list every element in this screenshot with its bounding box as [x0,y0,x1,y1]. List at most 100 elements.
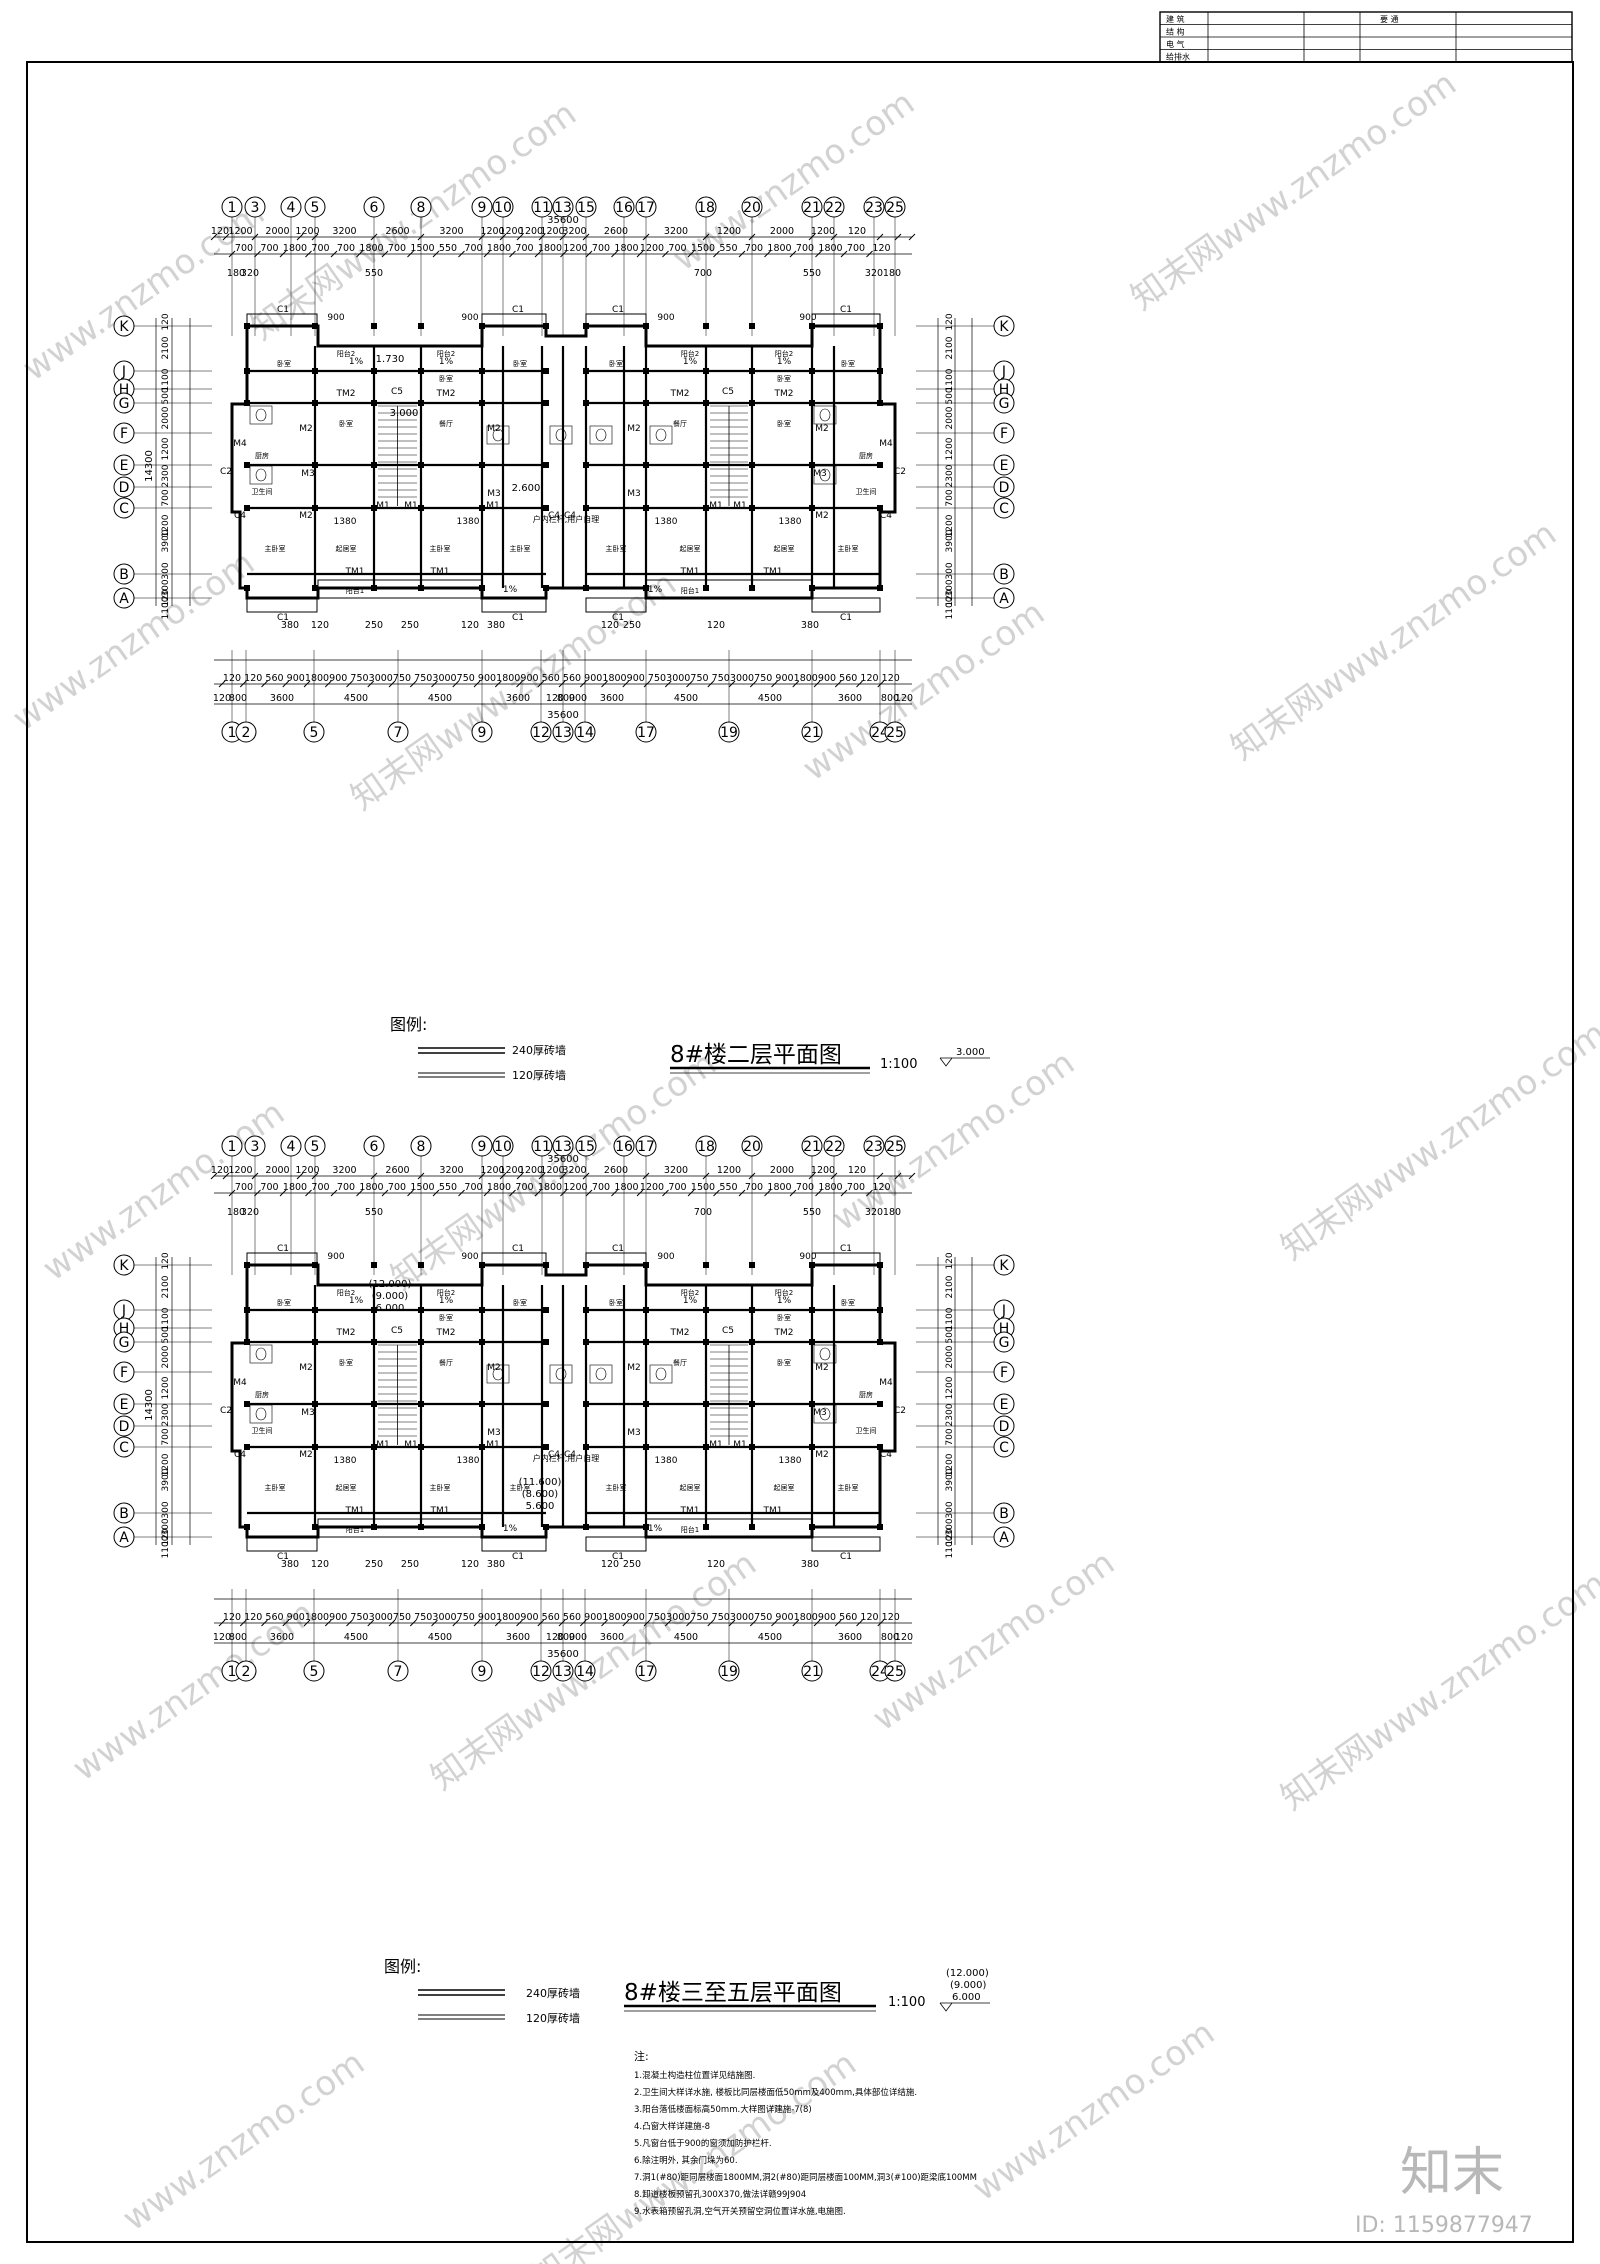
dim-value: 900 [569,693,587,704]
structural-column [244,1307,250,1313]
dim-value: 380 [801,1559,819,1570]
dim-value: 3600 [838,1632,862,1643]
window-bay-bottom [246,597,318,613]
dim-tick [409,1619,417,1627]
grid-bubble-label: D [999,480,1010,496]
grid-bubble-row-right: C [993,1436,1015,1458]
dim-value: 750 [393,673,411,684]
dim-value: 1800 [305,673,329,684]
grid-bubble-label: 11 [533,1139,551,1155]
room-label: 卧室 [841,359,855,368]
structural-column [749,505,755,511]
dim-value: 560 [839,1612,857,1623]
grid-bubble-label: J [121,364,126,380]
structural-column [244,400,250,406]
room-label: 厨房 [255,1390,269,1399]
dim-value-vertical: 3900 [161,1468,171,1491]
door-window-tag: M3 [487,489,501,499]
title-block: 建 筑 结 构 电 气 给排水 要 通 [1159,11,1573,63]
structural-column [583,505,589,511]
dim-value: 1200 [811,226,835,237]
dim-value: 700 [311,1182,329,1193]
grid-bubble-label: 16 [615,1139,633,1155]
grid-bubble-label: 9 [478,200,487,216]
watermark-text: 知末网www.znzmo.com [344,564,684,819]
structural-column [877,1401,883,1407]
grid-bubble-top: 5 [304,1135,326,1157]
grid-bubble-row-right: E [993,454,1015,476]
dim-value: 550 [439,243,457,254]
dim-value-vertical: 1200 [161,1376,171,1399]
structural-column [244,368,250,374]
dim-tick [894,1172,902,1180]
grid-bubble-label: D [119,480,130,496]
grid-bubble-top: 10 [492,196,514,218]
grid-bubble-top: 9 [471,1135,493,1157]
structural-column [479,462,485,468]
dim-value: 700 [515,243,533,254]
dim-value: 700 [260,243,278,254]
dim-value-vertical: 1100 [945,1307,955,1330]
window-bay-bottom [481,1536,547,1552]
door-window-tag: M4 [879,1378,893,1388]
structural-column [749,1339,755,1345]
door-window-tag: C2 [220,1406,232,1416]
structural-column [543,1524,549,1530]
grid-bubble-top: 8 [410,1135,432,1157]
room-label: 卧室 [439,1313,453,1322]
room-label: 起居室 [774,544,795,553]
toilet-bowl [655,428,667,442]
grid-bubble-top: 3 [244,1135,266,1157]
structural-column [479,1401,485,1407]
grid-bubble-label: G [999,396,1010,412]
dim-value: 900 [799,313,816,323]
structural-column [312,1307,318,1313]
dim-value: 120 [461,620,479,631]
door-window-tag: TM2 [670,1328,690,1338]
dim-tick [789,1189,797,1197]
structural-column [543,1401,549,1407]
grid-bubble-bottom: 21 [801,1660,823,1682]
door-window-tag: C4 [880,1450,892,1460]
room-label: 起居室 [774,1483,795,1492]
grid-bubble-label: 17 [637,200,655,216]
dim-value: 3200 [664,226,688,237]
dim-tick [738,1189,746,1197]
structural-column [543,368,549,374]
grid-bubble-label: K [119,1258,129,1274]
grid-bubble-label: 9 [478,725,487,741]
structural-column [703,505,709,511]
dim-tick [452,680,460,688]
dim-value: 1800 [767,243,791,254]
watermark-text: 知末网www.znzmo.com [1224,514,1564,769]
door-window-tag: C2 [894,1406,906,1416]
dim-value: 900 [461,1252,478,1262]
door-window-tag: C1 [612,305,624,315]
room-label: 阳台2 [337,1288,355,1297]
structural-column [703,1262,709,1268]
dim-tick [558,1619,566,1627]
toilet-bowl [255,468,267,482]
balcony-bottom [317,1518,483,1538]
grid-bubble-label: 25 [886,200,904,216]
dim-tick [483,250,491,258]
door-window-tag: 1% [777,1296,792,1306]
dim-value: 1500 [691,243,715,254]
structural-column [749,1262,755,1268]
grid-bubble-label: 23 [865,200,883,216]
dim-tick [303,1619,311,1627]
grid-bubble-label: C [119,1440,129,1456]
door-window-tag: TM2 [774,389,794,399]
plan2-title-group: 8#楼二层平面图 1:100 3.000 [670,1042,990,1074]
structural-column [479,368,485,374]
dim-value: 120 [882,1612,900,1623]
door-window-tag: TM1 [430,1506,450,1516]
structural-column [418,1524,424,1530]
watermark-text: www.znzmo.com [965,2013,1221,2209]
dim-value: 2000 [265,1165,289,1176]
dim-value: 1380 [655,517,678,527]
window-bay-bottom [585,597,647,613]
dim-value: 750 [754,673,772,684]
dim-tick [356,250,363,258]
structural-column [371,1401,377,1407]
